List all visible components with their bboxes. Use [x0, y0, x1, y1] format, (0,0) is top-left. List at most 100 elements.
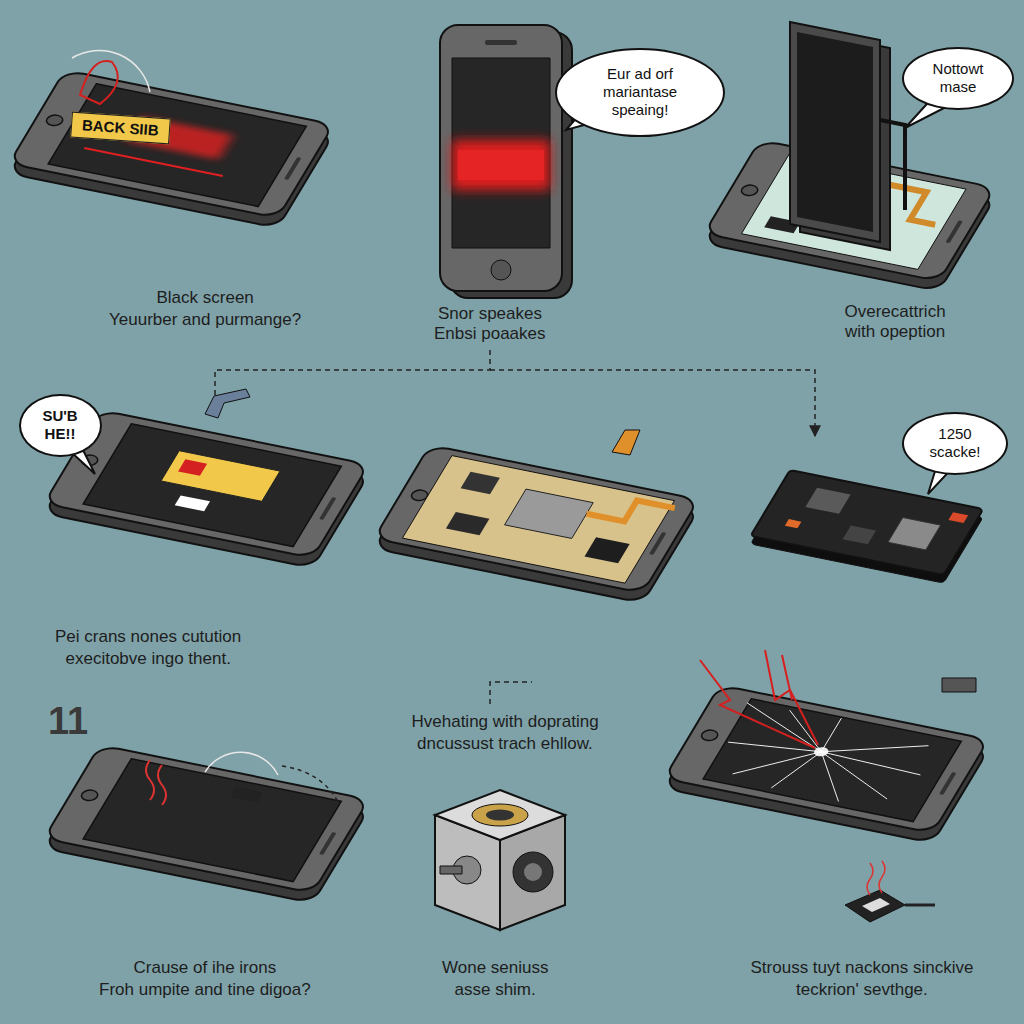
- speech-bubble: 1250 scacke!: [902, 412, 1008, 475]
- small-part: [231, 787, 262, 802]
- dashed-leader: [215, 350, 490, 396]
- speaker-slot: [319, 832, 336, 855]
- phone-plain: [44, 745, 369, 903]
- caption-text: Wone seniuss: [442, 958, 548, 978]
- phone-body: [440, 25, 562, 291]
- component: [948, 512, 968, 523]
- phone-screen: [452, 58, 550, 248]
- phone-cracked: [664, 685, 989, 843]
- caption-text: Enbsi poaakes: [434, 324, 546, 344]
- arc-line: [205, 752, 278, 775]
- red-glow: [452, 140, 550, 190]
- illustration-part: [750, 470, 983, 575]
- chip: [585, 537, 630, 563]
- board-face: [750, 470, 983, 575]
- component: [785, 519, 802, 528]
- home-button: [699, 729, 720, 742]
- caption-text: Strouss tuyt nackons sinckive: [751, 958, 974, 978]
- red-icon: [178, 459, 207, 476]
- caption-text: dncussust trach ehllow.: [417, 734, 593, 754]
- yellow-label: [161, 451, 280, 502]
- smoke-lines: [867, 861, 885, 895]
- phone-board: [374, 445, 699, 603]
- logic-board: [402, 456, 674, 584]
- red-line: [84, 148, 223, 176]
- phone-face: [664, 685, 989, 833]
- speaker-slot: [939, 772, 956, 795]
- callout-number: 11: [48, 699, 88, 745]
- phone-screen: [83, 759, 341, 882]
- flex-cable: [587, 493, 675, 529]
- speaker-cone: [486, 810, 514, 821]
- bubble-text: 1250 scacke!: [922, 425, 988, 461]
- caption-text: asse shim.: [455, 980, 536, 1000]
- processor: [505, 489, 594, 538]
- red-band: [458, 150, 544, 180]
- caption-text: teckrion' sevthge.: [796, 980, 928, 1000]
- knob-shaft: [440, 866, 462, 874]
- phone-face: [374, 445, 699, 593]
- home-button: [79, 789, 100, 802]
- dashed-arc: [282, 766, 338, 802]
- bubble-text: SU'B HE!!: [35, 407, 85, 443]
- speaker-ring: [472, 804, 528, 826]
- phone-upright: [440, 25, 572, 298]
- chip: [461, 472, 500, 494]
- speaker-slot: [284, 157, 301, 180]
- chip: [446, 512, 490, 535]
- phone-screen: [83, 424, 341, 547]
- raised-screen: [790, 22, 880, 242]
- caption-text: Crause of ihe irons: [134, 958, 277, 978]
- caption-text: Pei crans nones cutution: [55, 627, 241, 647]
- circuit-board: [750, 470, 983, 583]
- heat-lines: [146, 760, 166, 805]
- home-button: [44, 114, 65, 127]
- home-button: [739, 184, 760, 197]
- arc-line: [72, 50, 150, 92]
- screen-cable: [880, 120, 905, 210]
- phone-body: [374, 445, 699, 593]
- wire: [905, 904, 935, 907]
- banner-text: BACK SIIB: [81, 116, 159, 139]
- speaker-port-inner: [524, 863, 542, 881]
- dashed-leader: [490, 682, 532, 704]
- speaker-port: [513, 852, 553, 892]
- screen-glass: [797, 32, 873, 232]
- chip: [843, 526, 876, 545]
- caption-text: execitobve ingo thent.: [66, 649, 231, 669]
- speech-bubble: Nottowt mase: [902, 47, 1014, 110]
- phone-face: [44, 745, 369, 893]
- phone-black-screen: [9, 70, 334, 228]
- impact-lines: [700, 650, 818, 748]
- caption-text: Froh umpite and tine digoa?: [99, 980, 311, 1000]
- caption-text: Overecattrich: [845, 302, 946, 322]
- screen-crack: [704, 700, 942, 814]
- phone-face: [9, 70, 334, 218]
- phone-body: [44, 745, 369, 893]
- caption-text: Hvehating with doprating: [412, 712, 599, 732]
- caption-text: Black screen: [157, 288, 254, 308]
- phone-screen: [703, 699, 961, 822]
- phone-screen: [48, 84, 306, 207]
- speech-bubble: SU'B HE!!: [19, 394, 102, 457]
- cube-top: [435, 790, 565, 840]
- chip: [888, 518, 941, 550]
- caption-text: with opeption: [845, 322, 945, 342]
- phone-body: [9, 70, 334, 218]
- speaker-slot: [319, 497, 336, 520]
- dashed-arrow: [490, 370, 815, 436]
- speaker-slot: [945, 220, 962, 243]
- bubble-text: Nottowt mase: [923, 60, 993, 96]
- caption-text: Yeuurber and purmange?: [109, 310, 301, 330]
- red-drop: [80, 61, 118, 104]
- warning-banner: BACK SIIB: [70, 112, 170, 145]
- flex-cable: [942, 678, 976, 692]
- phone-body: [664, 685, 989, 833]
- chip: [805, 488, 850, 514]
- white-patch: [175, 495, 210, 511]
- home-button: [491, 260, 511, 280]
- caption-text: Snor speakes: [438, 304, 542, 324]
- flex-cable: [205, 389, 250, 418]
